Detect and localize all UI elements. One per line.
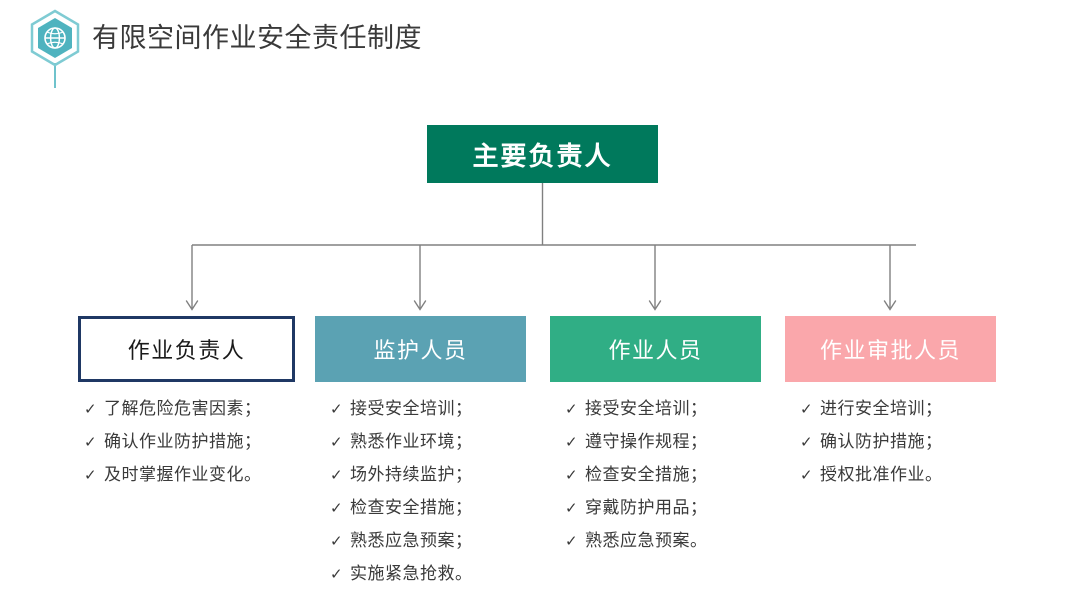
node-child-1[interactable]: 监护人员 [315,316,526,382]
list-item-text: 遵守操作规程； [585,432,708,451]
check-icon: ✓ [330,434,344,451]
node-child-2-label: 作业人员 [608,338,703,363]
list-item-text: 了解危险危害因素； [104,399,262,418]
list-item-text: 及时掌握作业变化。 [104,465,262,484]
check-icon: ✓ [800,434,814,451]
check-icon: ✓ [330,401,344,418]
check-icon: ✓ [565,401,579,418]
check-icon: ✓ [84,401,98,418]
list-item-text: 熟悉应急预案； [350,531,473,550]
list-item: ✓ 熟悉应急预案。 [565,530,780,553]
list-item-text: 熟悉作业环境； [350,432,473,451]
list-item: ✓ 接受安全培训； [330,398,545,421]
node-root-label: 主要负责人 [472,140,613,171]
node-child-3-label: 作业审批人员 [819,338,961,363]
page-title: 有限空间作业安全责任制度 [92,23,422,53]
check-icon: ✓ [565,467,579,484]
check-icon: ✓ [330,566,344,583]
check-icon: ✓ [330,467,344,484]
list-item-text: 实施紧急抢救。 [350,564,473,583]
node-child-1-label: 监护人员 [373,338,468,363]
list-item: ✓ 实施紧急抢救。 [330,563,545,586]
list-item-text: 接受安全培训； [585,399,708,418]
list-item-text: 检查安全措施； [585,465,708,484]
list-item: ✓ 场外持续监护； [330,464,545,487]
list-item-text: 检查安全措施； [350,498,473,517]
list-item-text: 确认作业防护措施； [104,432,262,451]
list-item: ✓ 接受安全培训； [565,398,780,421]
list-item: ✓ 授权批准作业。 [800,464,1015,487]
list-item-text: 熟悉应急预案。 [585,531,708,550]
check-icon: ✓ [330,533,344,550]
list-item: ✓ 熟悉作业环境； [330,431,545,454]
check-icon: ✓ [565,434,579,451]
list-item-text: 穿戴防护用品； [585,498,708,517]
check-icon: ✓ [565,533,579,550]
list-item: ✓ 确认防护措施； [800,431,1015,454]
bullet-list-2: ✓ 接受安全培训； ✓ 遵守操作规程； ✓ 检查安全措施； ✓ 穿戴防护用品； … [565,398,780,563]
list-item: ✓ 确认作业防护措施； [84,431,314,454]
check-icon: ✓ [565,500,579,517]
list-item: ✓ 穿戴防护用品； [565,497,780,520]
node-child-3[interactable]: 作业审批人员 [785,316,996,382]
check-icon: ✓ [330,500,344,517]
node-root-principal[interactable]: 主要负责人 [427,125,658,183]
list-item: ✓ 了解危险危害因素； [84,398,314,421]
list-item-text: 场外持续监护； [350,465,473,484]
slide-header: 有限空间作业安全责任制度 [0,0,1080,95]
list-item-text: 授权批准作业。 [820,465,943,484]
list-item-text: 确认防护措施； [820,432,943,451]
list-item: ✓ 遵守操作规程； [565,431,780,454]
check-icon: ✓ [800,401,814,418]
globe-hexagon-pin-icon [24,8,86,88]
bullet-list-1: ✓ 接受安全培训； ✓ 熟悉作业环境； ✓ 场外持续监护； ✓ 检查安全措施； … [330,398,545,596]
bullet-list-3: ✓ 进行安全培训； ✓ 确认防护措施； ✓ 授权批准作业。 [800,398,1015,497]
bullet-list-0: ✓ 了解危险危害因素； ✓ 确认作业防护措施； ✓ 及时掌握作业变化。 [84,398,314,497]
list-item: ✓ 检查安全措施； [565,464,780,487]
node-child-0[interactable]: 作业负责人 [78,316,295,382]
node-child-0-label: 作业负责人 [127,338,246,363]
list-item-text: 接受安全培训； [350,399,473,418]
check-icon: ✓ [800,467,814,484]
list-item: ✓ 检查安全措施； [330,497,545,520]
check-icon: ✓ [84,467,98,484]
list-item: ✓ 进行安全培训； [800,398,1015,421]
node-child-2[interactable]: 作业人员 [550,316,761,382]
check-icon: ✓ [84,434,98,451]
list-item: ✓ 熟悉应急预案； [330,530,545,553]
list-item: ✓ 及时掌握作业变化。 [84,464,314,487]
list-item-text: 进行安全培训； [820,399,943,418]
